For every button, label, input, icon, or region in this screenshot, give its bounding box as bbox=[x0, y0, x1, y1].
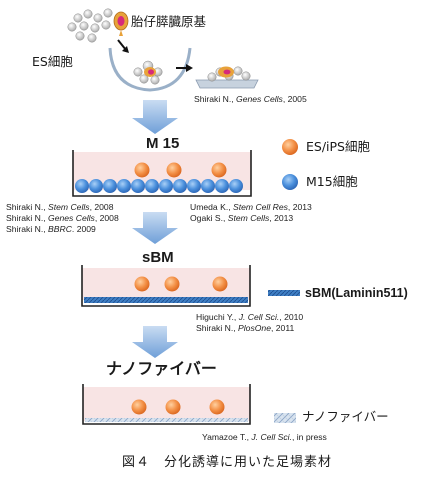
ref-m15-left-2: Shiraki N., Genes Cells, 2008 bbox=[6, 213, 119, 223]
es-cell bbox=[134, 276, 150, 292]
ref-m15-left-3: Shiraki N., BBRC. 2009 bbox=[6, 224, 96, 234]
legend-sbm-swatch bbox=[268, 290, 300, 296]
figure-caption: 図４ 分化誘導に用いた足場素材 bbox=[122, 455, 333, 470]
legend-es-ips-label: ES/iPS細胞 bbox=[306, 139, 370, 154]
legend-m15-label: M15細胞 bbox=[306, 174, 358, 189]
es-cell bbox=[131, 399, 147, 415]
legend-nanofiber-swatch bbox=[274, 413, 296, 423]
es-cell bbox=[165, 399, 181, 415]
es-cells-label: ES細胞 bbox=[32, 54, 73, 69]
ref-nanofiber: Yamazoe T., J. Cell Sci., in press bbox=[202, 432, 327, 442]
flow-arrow-3 bbox=[132, 326, 178, 358]
es-cell-origin-illustration bbox=[67, 8, 259, 92]
es-cell bbox=[164, 276, 180, 292]
grey-cells bbox=[67, 8, 113, 43]
es-cell bbox=[166, 162, 182, 178]
ref-m15-left-1: Shiraki N., Stem Cells, 2008 bbox=[6, 202, 114, 212]
step-nanofiber-title: ナノファイバー bbox=[106, 361, 217, 378]
legend-m15-cell-marker bbox=[282, 174, 298, 190]
sbm-layer bbox=[84, 297, 248, 303]
legend-sbm-label: sBM(Laminin511) bbox=[305, 286, 408, 300]
m15-dish bbox=[72, 150, 252, 197]
ref-sbm-2: Shiraki N., PlosOne, 2011 bbox=[196, 323, 295, 333]
sbm-dish bbox=[81, 265, 251, 307]
ref-sbm-1: Higuchi Y., J. Cell Sci., 2010 bbox=[196, 312, 304, 322]
ref-m15-right-2: Ogaki S., Stem Cells, 2013 bbox=[190, 213, 294, 223]
es-cell bbox=[212, 276, 228, 292]
small-arrow-down bbox=[117, 39, 127, 51]
flow-arrow-2 bbox=[132, 212, 178, 244]
nanofiber-dish bbox=[82, 384, 251, 425]
es-cell bbox=[209, 399, 225, 415]
es-cell bbox=[134, 162, 150, 178]
es-cell bbox=[211, 162, 227, 178]
plate bbox=[195, 79, 259, 89]
legend-es-cell-marker bbox=[282, 139, 298, 155]
step-sbm-title: sBM bbox=[142, 249, 174, 266]
embryo-label: 胎仔膵臓原基 bbox=[131, 14, 207, 29]
nanofiber-layer bbox=[85, 418, 248, 422]
ref-m15-right-1: Umeda K., Stem Cell Res, 2013 bbox=[190, 202, 312, 212]
legend-nanofiber-label: ナノファイバー bbox=[302, 409, 389, 424]
flow-arrow-1 bbox=[132, 100, 178, 134]
ref-shiraki-2005: Shiraki N., Genes Cells, 2005 bbox=[194, 94, 307, 104]
step-m15-title: M 15 bbox=[146, 135, 180, 152]
m15-cell-layer bbox=[75, 179, 243, 193]
embryo-icon bbox=[113, 11, 129, 36]
